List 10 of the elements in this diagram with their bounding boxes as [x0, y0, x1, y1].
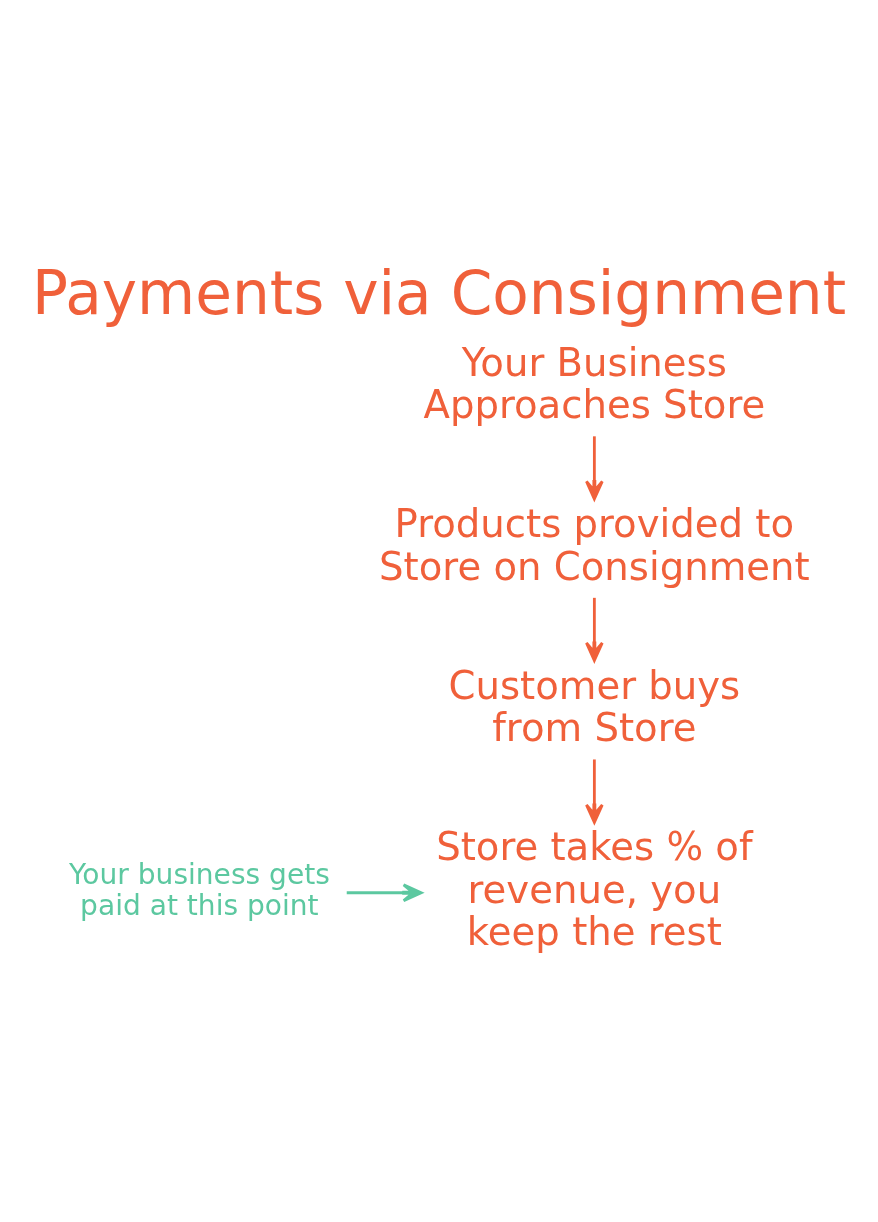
- arrow: [585, 436, 604, 501]
- node-text: Your Business Approaches Store: [423, 339, 766, 428]
- node-text: Products provided to Store on Consignment: [379, 501, 810, 589]
- arrow: [346, 883, 423, 903]
- arrow: [585, 597, 604, 662]
- diagram-title: Payments via Consignment: [31, 258, 847, 328]
- arrow: [585, 759, 604, 824]
- node-text: Store takes % of revenue, you keep the rest: [436, 824, 753, 954]
- node-text: Your business gets paid at this point: [68, 857, 330, 923]
- node-text: Customer buys from Store: [448, 662, 741, 751]
